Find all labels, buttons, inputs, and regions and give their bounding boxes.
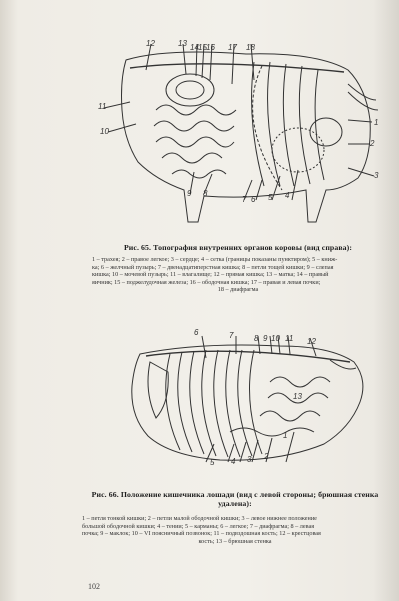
fig65-title: Рис. 65. Топография внутренних органов к… bbox=[92, 244, 384, 253]
page-number: 102 bbox=[88, 582, 100, 591]
fig66-label-2: 2 bbox=[264, 453, 268, 461]
fig65-label-8: 8 bbox=[203, 190, 207, 198]
fig65-label-7: 7 bbox=[242, 196, 246, 204]
fig66-label-12: 12 bbox=[307, 338, 316, 346]
fig66-label-1: 1 bbox=[283, 432, 287, 440]
page-edge-shadow bbox=[373, 0, 399, 601]
fig66-label-13: 13 bbox=[293, 393, 302, 401]
fig66-legend-line: почка; 9 – маклок; 10 – VI поясничный по… bbox=[82, 530, 388, 538]
fig66-label-4: 4 bbox=[231, 458, 235, 466]
cow-organs-illustration bbox=[86, 40, 386, 230]
fig65-legend-line: 1 – трахея; 2 – правое легкое; 3 – сердц… bbox=[92, 256, 384, 264]
fig66-title: Рис. 66. Положение кишечника лошади (вид… bbox=[82, 491, 388, 508]
fig65-label-16: 16 bbox=[206, 44, 215, 52]
fig66-label-3: 3 bbox=[247, 456, 251, 464]
fig65-label-11: 11 bbox=[98, 103, 106, 111]
fig65-label-5: 5 bbox=[268, 194, 272, 202]
fig65-legend-line: кишка; 10 – мочевой пузырь; 11 – влагали… bbox=[92, 271, 384, 279]
fig65-label-10: 10 bbox=[100, 128, 109, 136]
fig65-label-17: 17 bbox=[228, 44, 237, 52]
fig65-label-18: 18 bbox=[246, 44, 255, 52]
fig65-label-13: 13 bbox=[178, 40, 187, 48]
fig65-legend-line: 18 – диафрагма bbox=[92, 286, 384, 294]
fig66-label-6: 6 bbox=[194, 329, 198, 337]
fig65-label-6: 6 bbox=[251, 196, 255, 204]
fig66-label-10: 10 bbox=[271, 335, 280, 343]
fig66-legend-line: 1 – петля тонкой кишки; 2 – петли малой … bbox=[82, 515, 388, 523]
fig65-label-4: 4 bbox=[285, 192, 289, 200]
fig65-legend-line: ка; 6 – желчный пузырь; 7 – двенадцатипе… bbox=[92, 264, 384, 272]
fig66-title-line: удалена): bbox=[82, 500, 388, 509]
fig66-legend-line: кость; 13 – брюшная стенка bbox=[82, 538, 388, 546]
fig66-legend: 1 – петля тонкой кишки; 2 – петли малой … bbox=[82, 515, 388, 545]
horse-intestine-illustration bbox=[110, 332, 370, 472]
fig66-label-5: 5 bbox=[210, 459, 214, 467]
fig65-legend-line: яичник; 15 – поджелудочная железа; 16 – … bbox=[92, 279, 384, 287]
fig65-label-9: 9 bbox=[187, 190, 191, 198]
fig66-label-8: 8 bbox=[254, 335, 258, 343]
fig66-label-7: 7 bbox=[229, 332, 233, 340]
fig66-legend-line: большой ободочной кишки; 4 – тении; 5 – … bbox=[82, 523, 388, 531]
fig65-legend: 1 – трахея; 2 – правое легкое; 3 – сердц… bbox=[92, 256, 384, 294]
fig66-label-9: 9 bbox=[263, 335, 267, 343]
fig66-label-11: 11 bbox=[285, 335, 293, 343]
fig65-label-12: 12 bbox=[146, 40, 155, 48]
